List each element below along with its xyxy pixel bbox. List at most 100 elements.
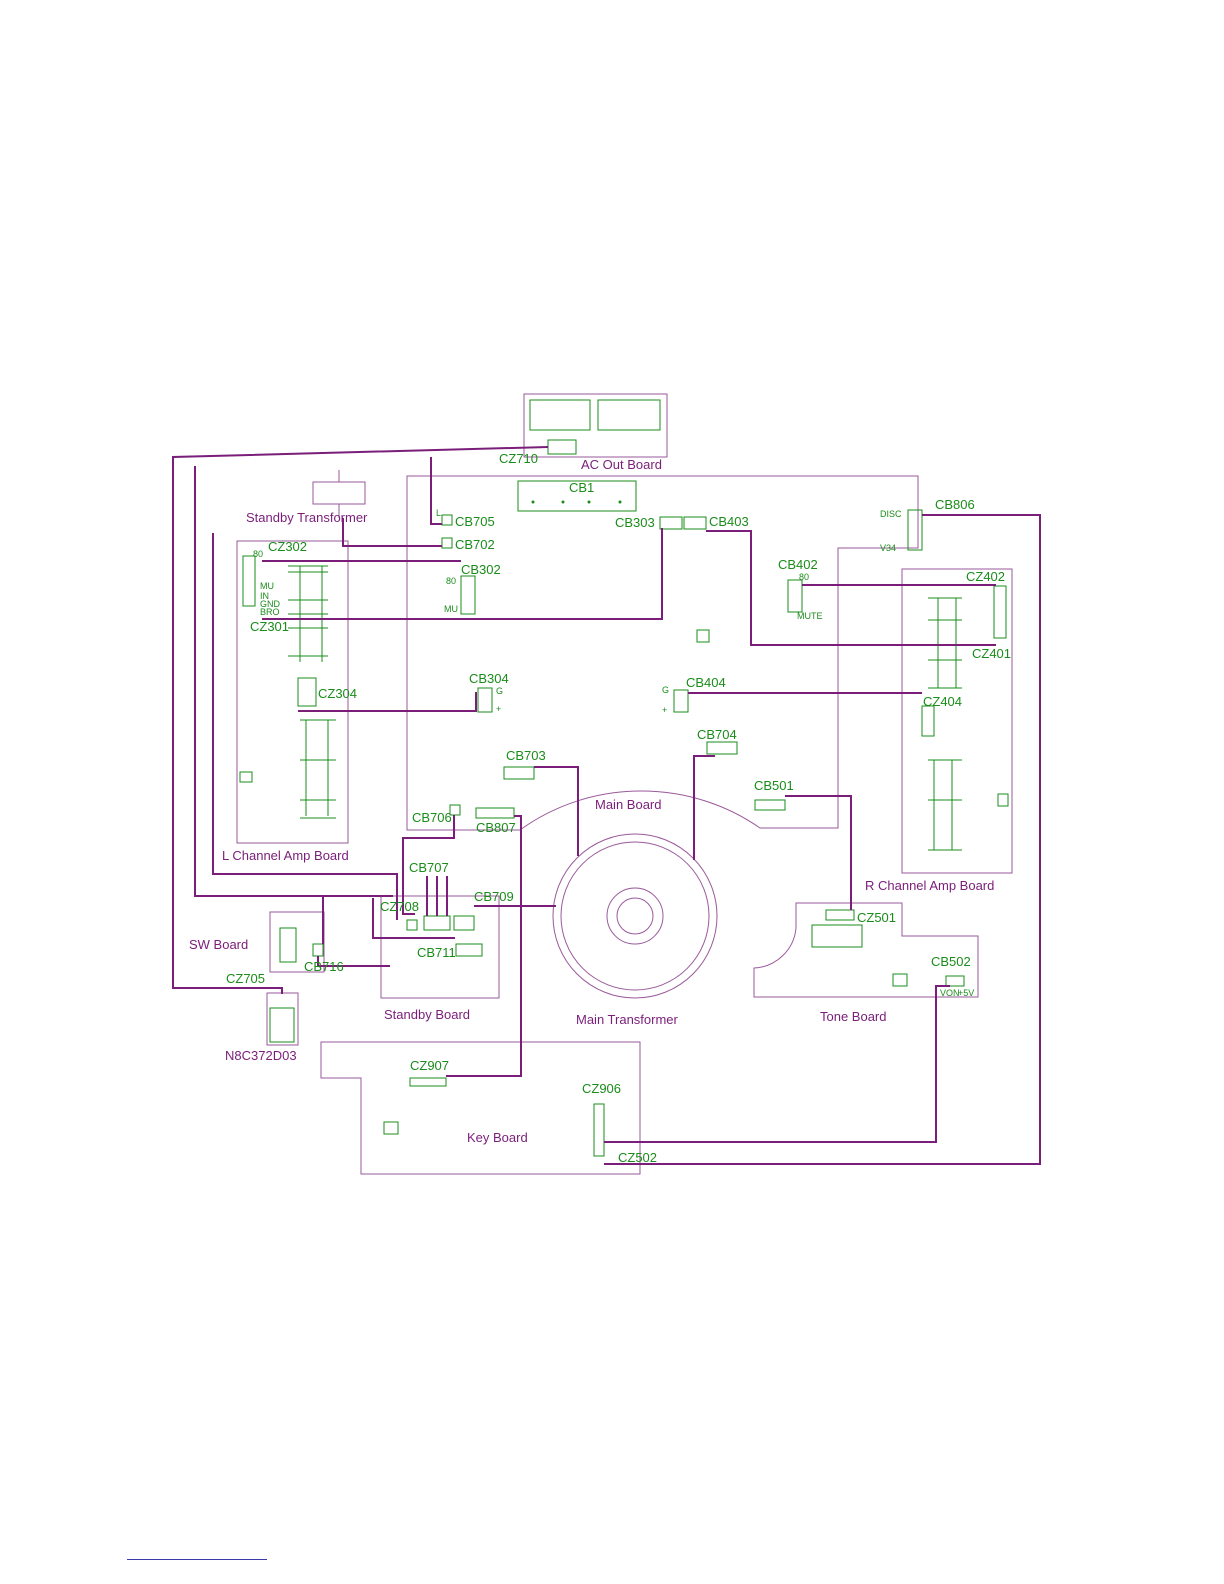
- disc-pin-label: DISC: [880, 509, 902, 519]
- wire-cb403-cz401: [706, 530, 996, 646]
- cz710-label: CZ710: [499, 451, 538, 466]
- wire-cb704: [693, 755, 715, 860]
- n8c-label: N8C372D03: [225, 1048, 297, 1063]
- mu-pin-label-cb302: MU: [444, 604, 458, 614]
- board-outlines: [236, 393, 1013, 1175]
- cb1-block: [517, 480, 637, 512]
- cb716-label: CB716: [304, 959, 344, 974]
- pin-labels: DISC V34 80 80 80 MU MU IN GND BRO MUTE …: [253, 508, 974, 998]
- main-transformer-outline: [552, 833, 718, 999]
- cz501-header: [825, 909, 855, 921]
- cb303-header: [659, 516, 683, 530]
- main-board-label: Main Board: [595, 797, 661, 812]
- cb709-header: [453, 915, 475, 931]
- board-components: [239, 480, 1009, 1157]
- wire-cz710-ac: [172, 446, 549, 994]
- cb707-header: [423, 915, 451, 931]
- main-transformer-label: Main Transformer: [576, 1012, 679, 1027]
- cb709-label: CB709: [474, 889, 514, 904]
- cb703-header: [503, 766, 535, 780]
- cz302-label: CZ302: [268, 539, 307, 554]
- sw-board-label: SW Board: [189, 937, 248, 952]
- wire-cb807-cz907: [446, 815, 522, 1077]
- wire-standby-cb702: [194, 466, 393, 897]
- cb501-label: CB501: [754, 778, 794, 793]
- cz302-header: [242, 555, 256, 607]
- cb302-label: CB302: [461, 562, 501, 577]
- wire-cb707: [426, 876, 448, 916]
- cb711-header: [455, 943, 483, 957]
- mute-pin-label: MUTE: [797, 611, 823, 621]
- cb705-label: CB705: [455, 514, 495, 529]
- key-board-label: Key Board: [467, 1130, 528, 1145]
- cb702-label: CB702: [455, 537, 495, 552]
- cb502-header: [945, 975, 965, 987]
- bro-pin-label: BRO: [260, 607, 280, 617]
- wire-cb806-cz502: [604, 514, 1041, 1165]
- wire-cb706: [402, 815, 455, 915]
- cz906-label: CZ906: [582, 1081, 621, 1096]
- cb402-label: CB402: [778, 557, 818, 572]
- cz404-header: [921, 705, 935, 737]
- cb706-label: CB706: [412, 810, 452, 825]
- cb702-header: [441, 537, 453, 549]
- cz705-label: CZ705: [226, 971, 265, 986]
- plus-pin-label-cb304: +: [496, 704, 501, 714]
- tone-board-outline: [753, 902, 979, 998]
- key-board-outline: [320, 1041, 641, 1175]
- von-pin-label: VON: [940, 988, 960, 998]
- wire-standby-board: [372, 898, 455, 939]
- n8c-grid: [269, 1007, 295, 1043]
- cz304-label: CZ304: [318, 686, 357, 701]
- plus-pin-label-cb404: +: [662, 705, 667, 715]
- cb807-label: CB807: [476, 820, 516, 835]
- cz304-header: [297, 677, 317, 707]
- l-channel-board-label: L Channel Amp Board: [222, 848, 349, 863]
- cb711-label: CB711: [417, 945, 456, 960]
- l-amp-heatsink: [288, 565, 336, 819]
- l-pin-label: L: [436, 508, 441, 518]
- cb302-header: [460, 575, 476, 615]
- g-pin-label-cb304: G: [496, 686, 503, 696]
- cb705-header: [441, 514, 453, 526]
- ac-out-board-outline: [523, 393, 668, 458]
- cb303-label: CB303: [615, 515, 655, 530]
- cb403-label: CB403: [709, 514, 749, 529]
- ac-out-socket-right: [597, 399, 661, 431]
- l-channel-board-outline: [236, 540, 349, 844]
- connector-labels: CZ710 CB1 CB705 CB702 CB303 CB403 CB806 …: [226, 451, 1011, 1165]
- cb704-label: CB704: [697, 727, 737, 742]
- cz301-label: CZ301: [250, 619, 289, 634]
- 80-pin-label-cb302: 80: [446, 576, 456, 586]
- cz402-header: [993, 585, 1007, 639]
- cz907-header: [409, 1077, 447, 1087]
- cz710-header: [547, 439, 577, 455]
- g-pin-label-cb404: G: [662, 685, 669, 695]
- r-channel-board-label: R Channel Amp Board: [865, 878, 994, 893]
- cb403-header: [683, 516, 707, 530]
- r-amp-heatsink: [928, 597, 962, 851]
- cb704-header: [706, 741, 738, 755]
- cb304-header: [477, 687, 493, 713]
- main-board-outline: [406, 475, 919, 831]
- tone-ic: [811, 924, 863, 948]
- cb402-header: [787, 579, 803, 613]
- cz501-label: CZ501: [857, 910, 896, 925]
- cz907-label: CZ907: [410, 1058, 449, 1073]
- cb707-label: CB707: [409, 860, 449, 875]
- footnote-rule: [127, 1559, 267, 1560]
- 80-pin-label-cb402: 80: [799, 572, 809, 582]
- cz906-header: [593, 1103, 605, 1157]
- wire-sw-cb716: [317, 956, 390, 967]
- cb716-header: [312, 943, 324, 957]
- cb404-label: CB404: [686, 675, 726, 690]
- cb807-header: [475, 807, 515, 819]
- cb806-header: [907, 509, 923, 551]
- cz401-label: CZ401: [972, 646, 1011, 661]
- standby-board-outline: [380, 895, 500, 999]
- 5v-pin-label: +5V: [958, 988, 974, 998]
- wire-cb716-standby: [322, 895, 330, 944]
- mu-pin-label-cz302: MU: [260, 581, 274, 591]
- board-labels: AC Out Board Standby Transformer L Chann…: [189, 457, 994, 1145]
- cz404-label: CZ404: [923, 694, 962, 709]
